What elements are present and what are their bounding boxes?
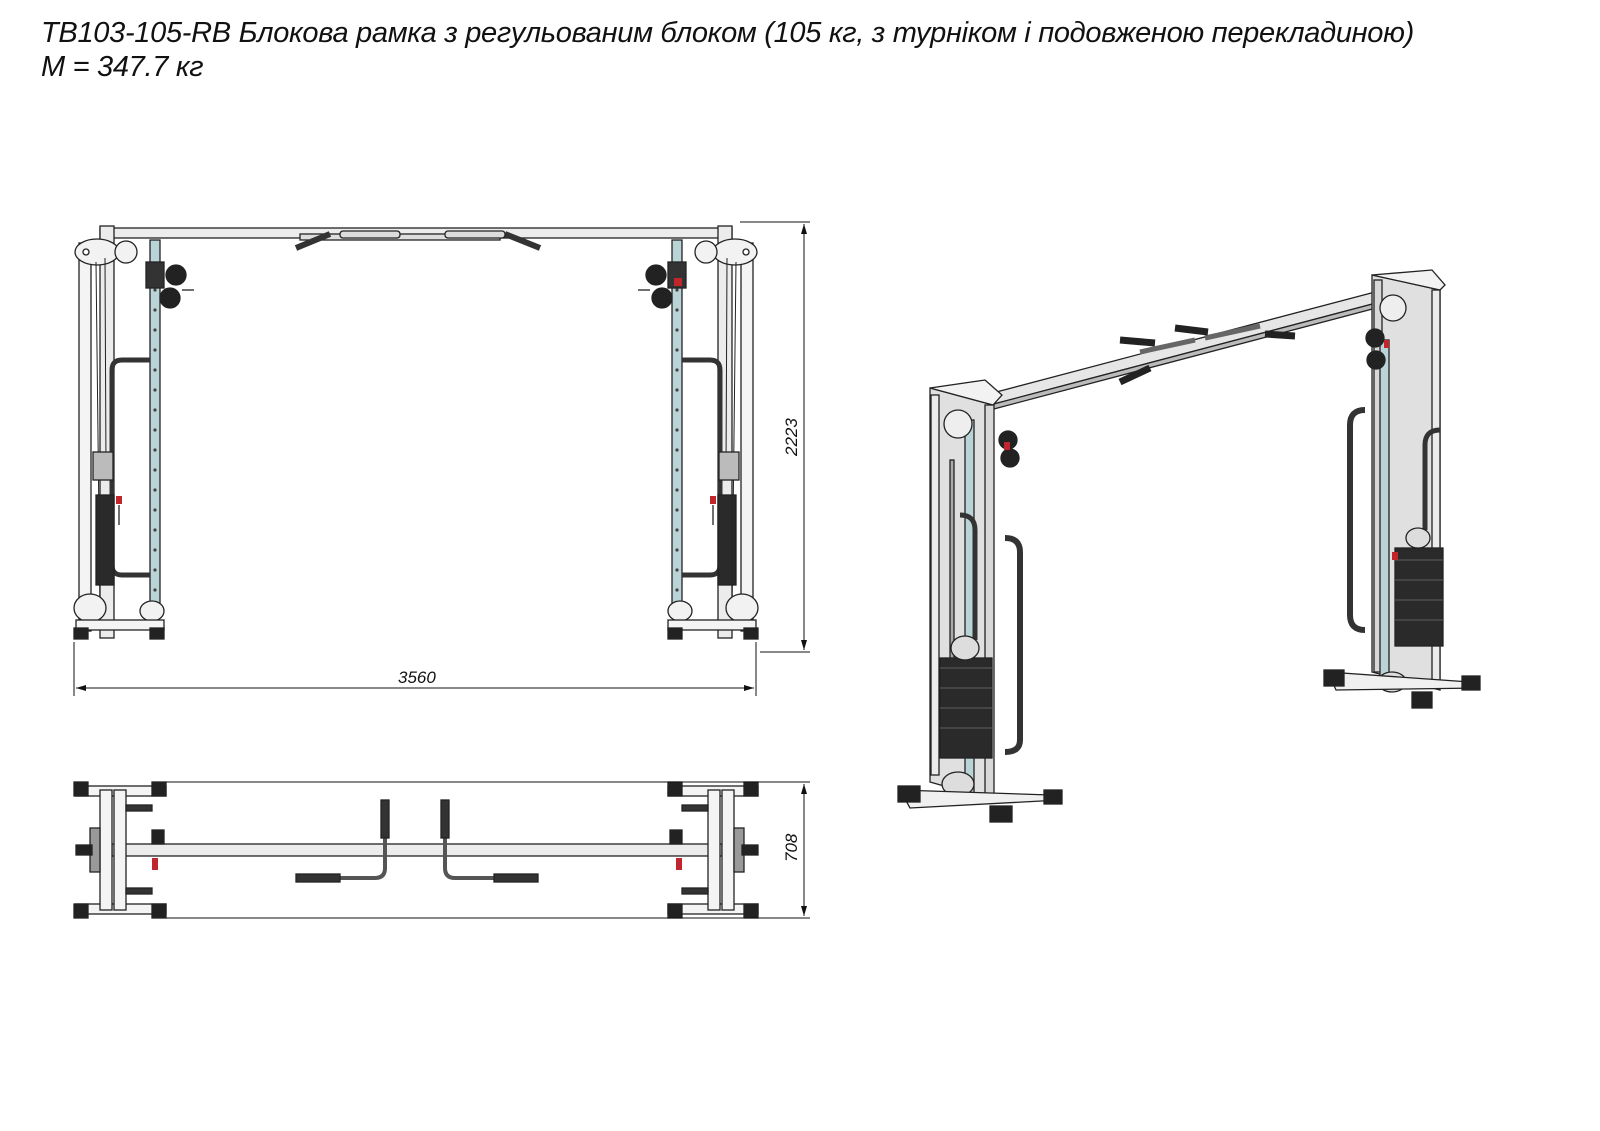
title-block: ТВ103-105-RB Блокова рамка з регульовани… [41, 16, 1414, 84]
iso-left-tower [897, 379, 1063, 823]
left-adjust-column [149, 239, 161, 611]
front-view [73, 225, 759, 640]
pullup-grip-left [294, 231, 332, 251]
top-view [73, 781, 759, 919]
iso-right-tower [1323, 269, 1481, 709]
product-title: ТВ103-105-RB Блокова рамка з регульовани… [41, 17, 1415, 49]
isometric-view [897, 269, 1481, 823]
front-dimensions [73, 221, 810, 696]
right-adjust-column [671, 239, 683, 611]
height-dimension: 2223 [782, 418, 801, 457]
right-tower [638, 225, 759, 640]
top-view-beam [111, 843, 723, 857]
mass-label: M = 347.7 кг [41, 51, 204, 83]
width-dimension: 3560 [398, 668, 436, 687]
pullup-grip-right [503, 231, 542, 251]
left-tower [73, 225, 194, 640]
depth-dimension: 708 [782, 833, 801, 862]
top-dimensions [166, 781, 810, 919]
iso-beam [984, 291, 1381, 406]
